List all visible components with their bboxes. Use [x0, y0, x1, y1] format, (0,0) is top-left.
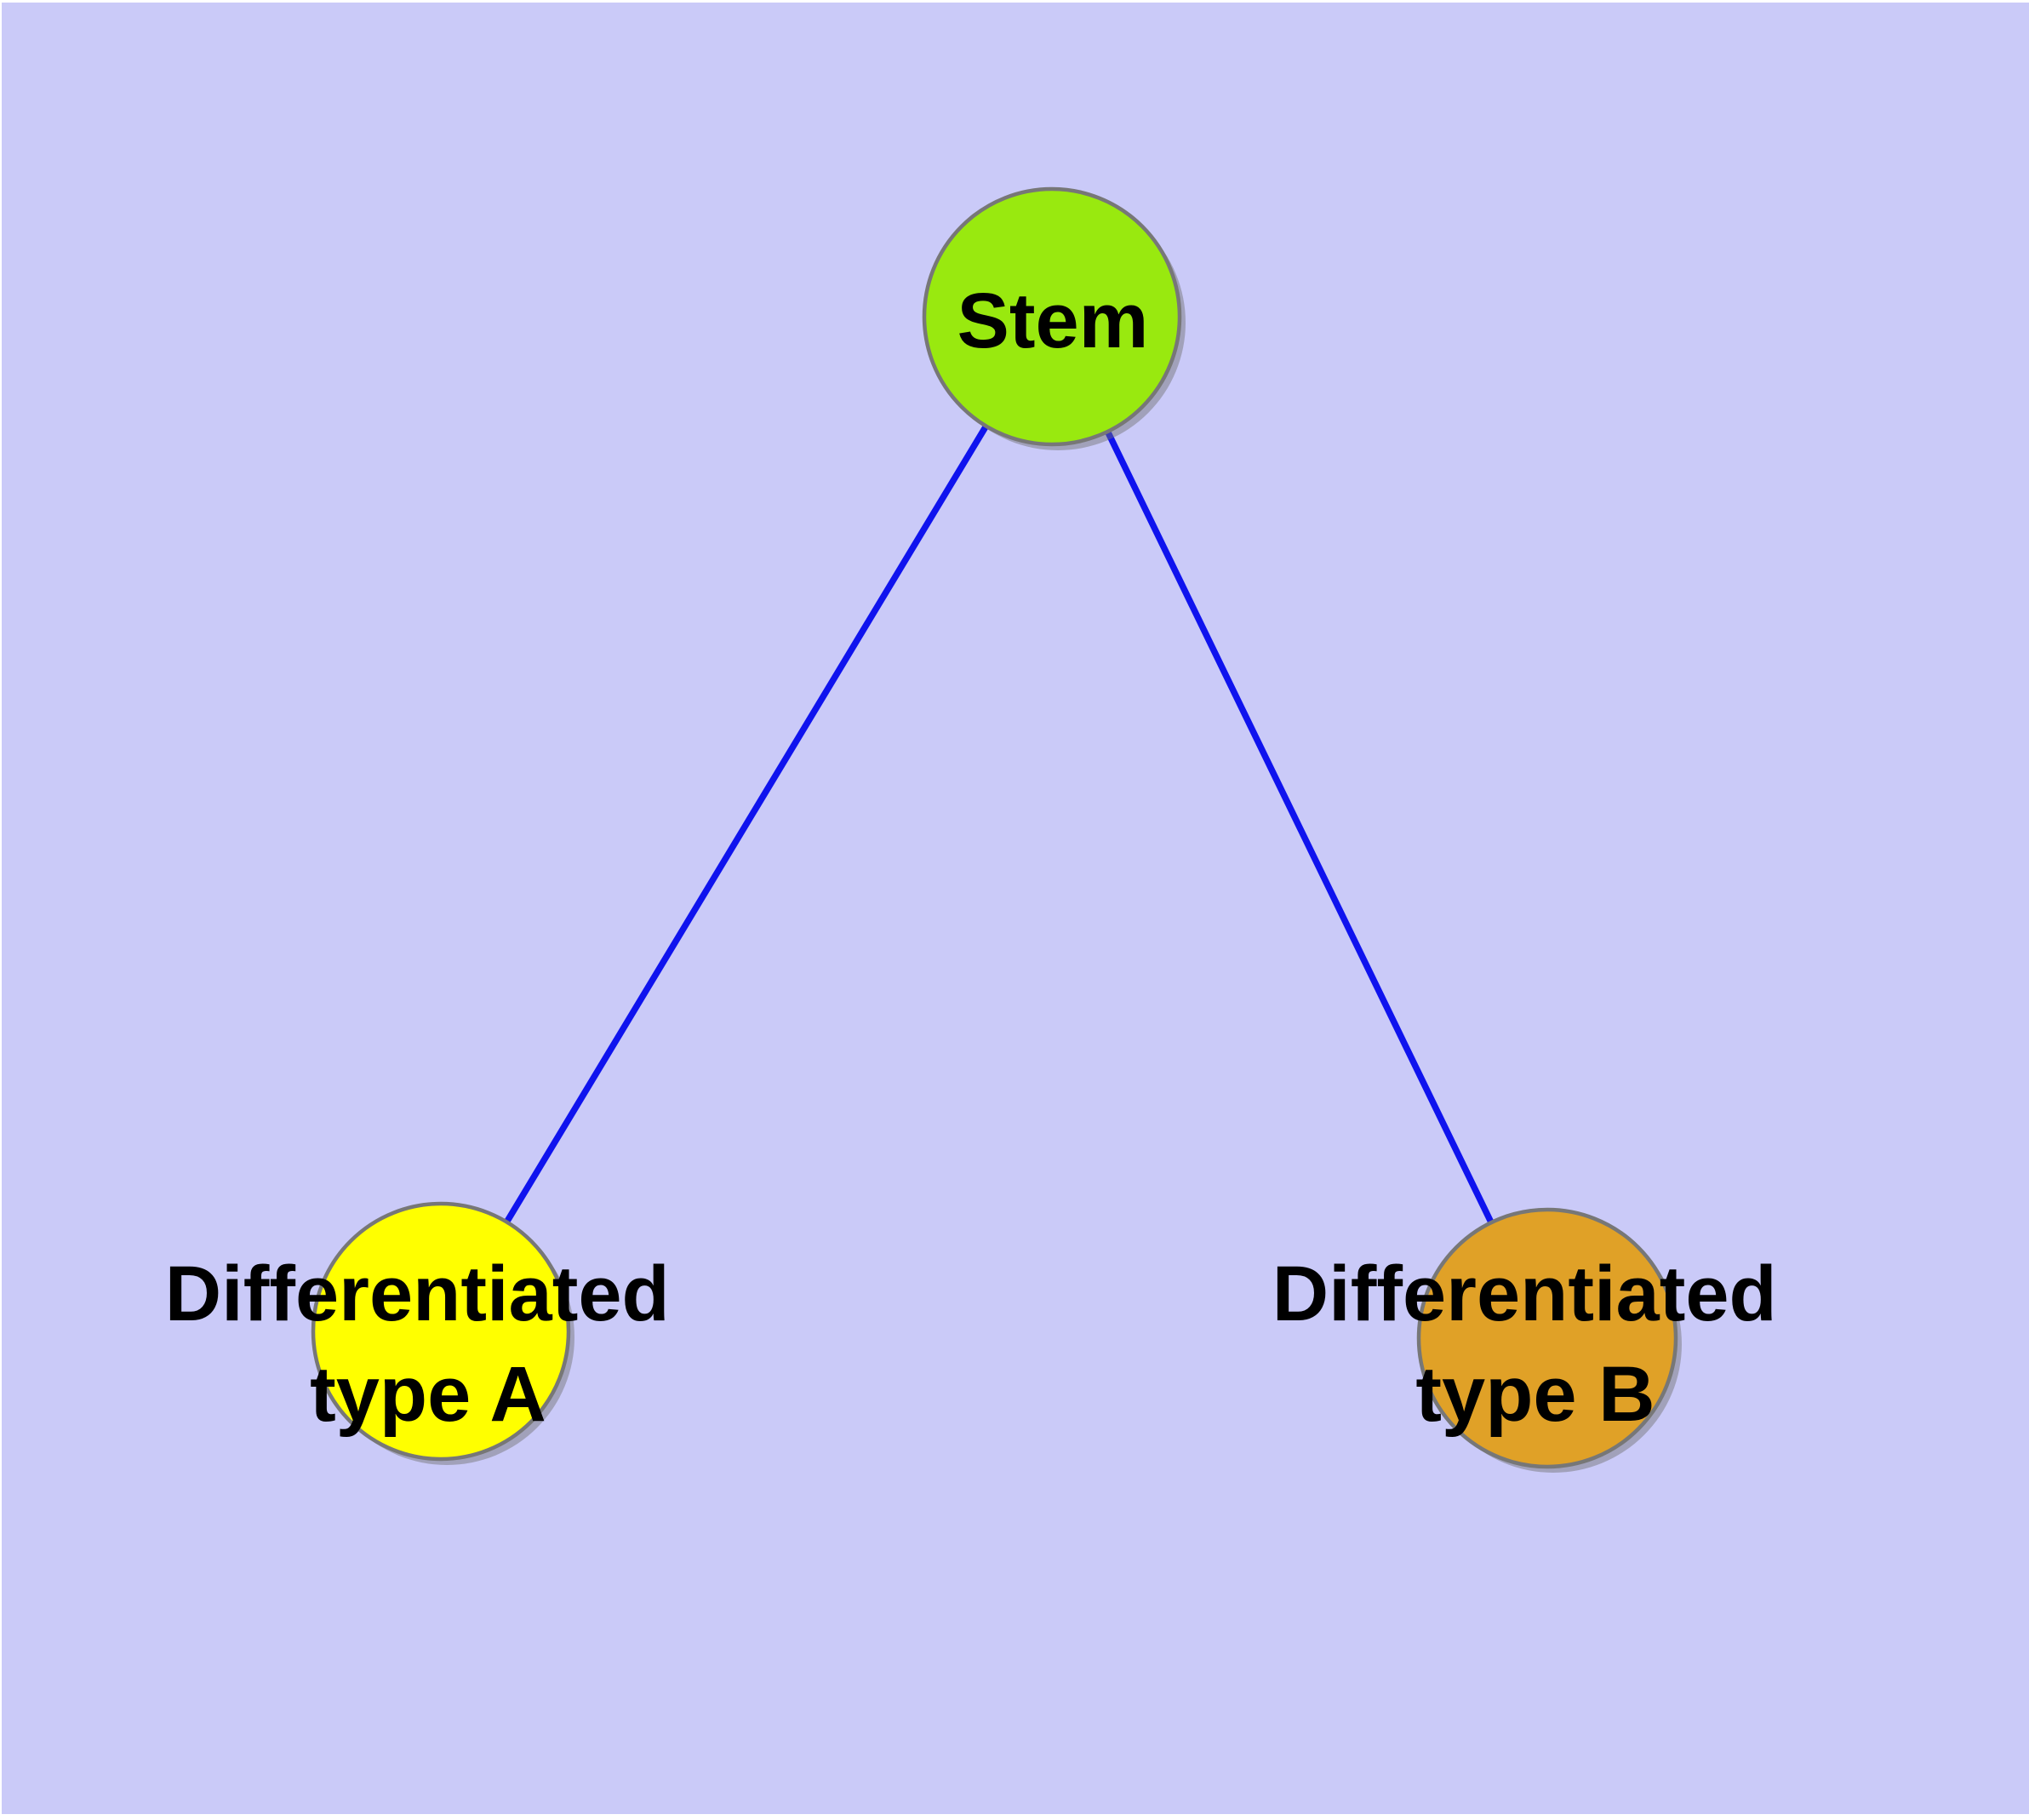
node-type-b-label-line2: type B: [1415, 1351, 1655, 1438]
node-type-b-shape: [1416, 1207, 1678, 1469]
node-type-a-shape: [311, 1201, 571, 1462]
edge-stem-to-type-b: [1049, 315, 1551, 1340]
edge-stem-to-type-a: [437, 315, 1055, 1333]
node-type-a-label-line2: type A: [310, 1351, 546, 1438]
node-type-a-label-line1: Differentiated: [165, 1251, 670, 1337]
node-type-a-label: Differentiated type A: [165, 1251, 692, 1438]
node-stem-shape: [922, 186, 1182, 447]
node-type-b-label: Differentiated type B: [1272, 1251, 1799, 1438]
node-type-b-label-line1: Differentiated: [1272, 1251, 1777, 1337]
node-type-a: Differentiated type A: [165, 1201, 692, 1465]
node-type-b: Differentiated type B: [1272, 1207, 1799, 1473]
node-stem: Stem: [922, 186, 1186, 450]
node-stem-label: Stem: [957, 278, 1149, 364]
